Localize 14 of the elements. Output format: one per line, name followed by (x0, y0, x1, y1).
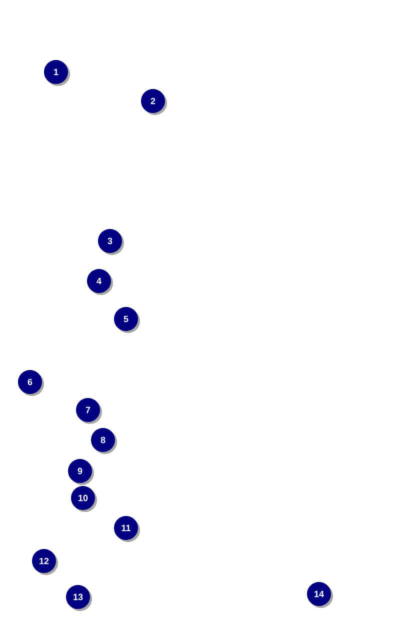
callout-number: 5 (114, 307, 140, 333)
callout-number: 2 (141, 89, 167, 116)
callout-number: 11 (114, 516, 140, 542)
callout-number: 3 (98, 229, 124, 255)
callout-number: 6 (18, 370, 44, 396)
callout-number: 1 (44, 60, 70, 86)
callout-number: 9 (68, 459, 94, 485)
callout-number: 8 (91, 428, 117, 454)
callout-number: 14 (307, 582, 333, 608)
callout-number: 13 (66, 585, 92, 611)
callout-number: 12 (32, 549, 58, 575)
callout-number: 4 (87, 269, 113, 295)
callout-number: 10 (71, 486, 97, 512)
callout-number: 7 (76, 398, 102, 424)
